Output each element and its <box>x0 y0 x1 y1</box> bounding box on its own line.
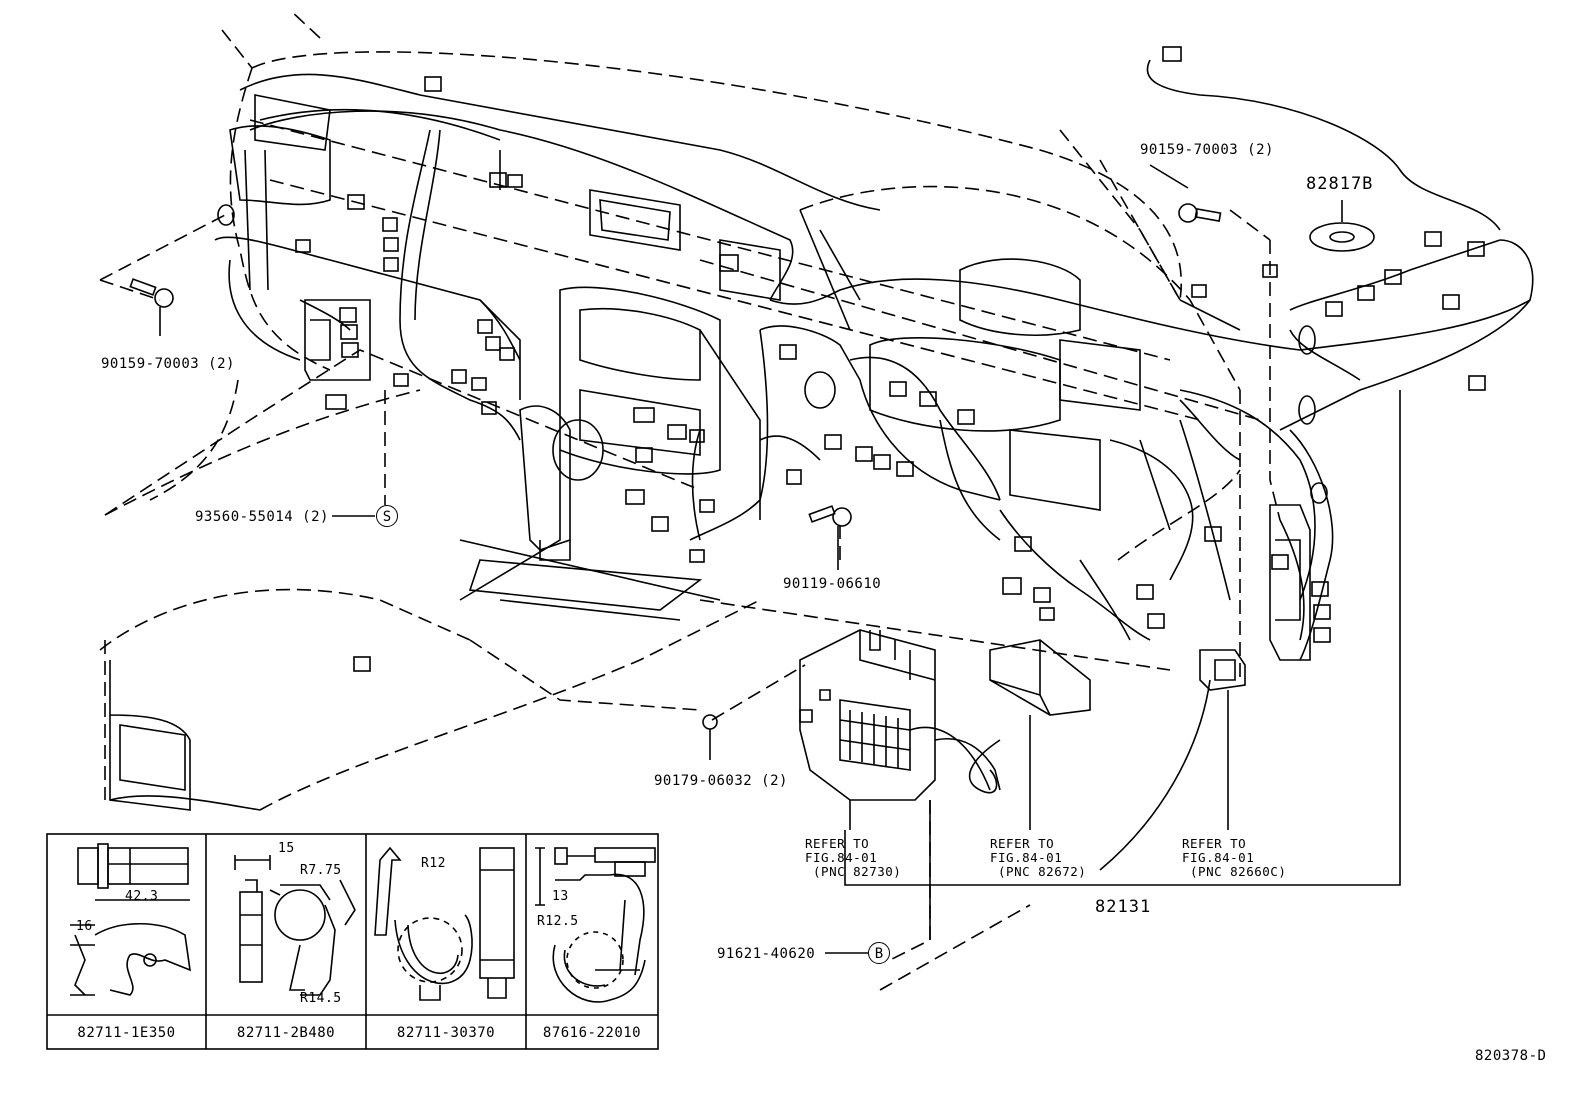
right-bracket <box>1269 504 1311 661</box>
bolt-right-part-number: 90159-70003 (2) <box>1140 142 1274 158</box>
clip-b-part-number: 91621-40620 <box>717 946 816 962</box>
clip-s-symbol: S <box>376 505 398 527</box>
clip-b-symbol: B <box>868 942 890 964</box>
bolt-left <box>129 278 174 336</box>
nut <box>702 714 718 760</box>
dashboard-outline <box>99 9 1281 991</box>
clip-3-radius: R12 <box>421 856 446 871</box>
clip-2-top-radius: R7.75 <box>300 863 342 878</box>
clip-4-height-dim: 13 <box>552 889 569 904</box>
clip-part-number-4: 87616-22010 <box>542 1025 642 1041</box>
clip-4-radius: R12.5 <box>537 914 579 929</box>
cover-82672 <box>989 639 1091 830</box>
clip-2-drawing <box>234 855 356 996</box>
bolt-center-part-number: 90119-06610 <box>783 576 882 592</box>
harness-wires <box>244 59 1534 871</box>
nut-part-number: 90179-06032 (2) <box>654 773 788 789</box>
refer-note-82672: REFER TO FIG.84-01 (PNC 82672) <box>990 836 1087 879</box>
clip-1-drawing <box>70 843 191 996</box>
junction-block <box>799 629 1001 940</box>
grommet-part-number: 82817B <box>1306 174 1374 194</box>
left-bracket <box>304 299 371 381</box>
connector-82660c <box>1199 649 1246 830</box>
bolt-center <box>808 505 852 570</box>
bolt-left-part-number: 90159-70003 (2) <box>101 356 235 372</box>
clip-part-number-2: 82711-2B480 <box>236 1025 336 1041</box>
refer-note-82660c: REFER TO FIG.84-01 (PNC 82660C) <box>1182 836 1287 879</box>
connectors <box>217 46 1486 672</box>
grommet-828178 <box>1309 200 1375 252</box>
bolt-right <box>1149 164 1222 223</box>
clip-part-number-1: 82711-1E350 <box>77 1025 176 1041</box>
clip-4-drawing <box>535 847 656 1003</box>
clip-3-drawing <box>374 846 515 1001</box>
refer-note-82730: REFER TO FIG.84-01 (PNC 82730) <box>805 836 902 879</box>
clip-table <box>46 833 659 1050</box>
harness-82131-leader <box>844 390 1401 886</box>
clip-2-bottom-radius: R14.5 <box>300 991 342 1006</box>
clip-1-height-dim: 16 <box>76 919 93 934</box>
clip-part-number-3: 82711-30370 <box>396 1025 496 1041</box>
dashboard-structure <box>109 73 1316 811</box>
clip-s-part-number: 93560-55014 (2) <box>195 509 329 525</box>
diagram-code: 820378-D <box>1475 1048 1547 1064</box>
clip-1-width-dim: 42.3 <box>125 889 159 904</box>
harness-part-number: 82131 <box>1095 897 1152 917</box>
clip-2-offset-dim: 15 <box>278 841 295 856</box>
